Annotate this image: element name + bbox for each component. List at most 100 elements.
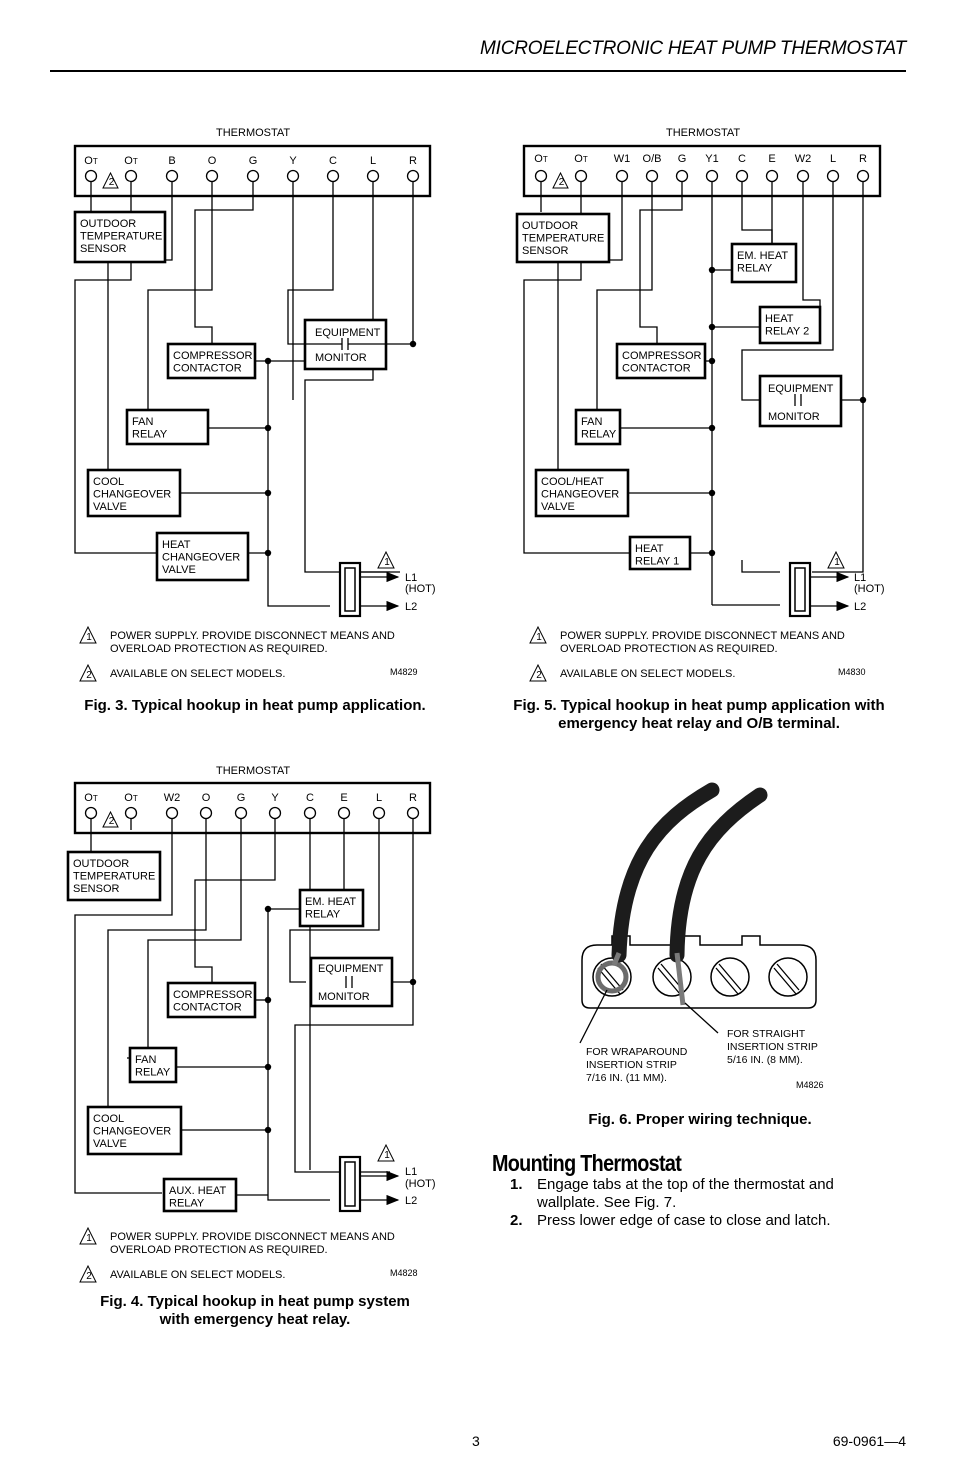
terminal-screw: [124, 169, 138, 183]
figure-code: M4828: [390, 1268, 418, 1278]
screw-slot: [657, 967, 681, 995]
step-text: Press lower edge of case to close and la…: [537, 1212, 831, 1229]
note-triangle-symbol: [79, 625, 97, 644]
note-triangle-symbol: [529, 625, 547, 644]
aux-heat-relay-box: [162, 1177, 238, 1213]
terminal-label: L: [830, 153, 836, 165]
cool-heat-changeover-valve-box: [534, 468, 630, 518]
junction-dot: [264, 1126, 272, 1134]
note-triangle-symbol: [827, 550, 845, 569]
terminal-label: O: [208, 155, 217, 167]
terminal-screw: [84, 806, 98, 820]
terminal-screw: [165, 169, 179, 183]
device-label: HEAT: [765, 313, 794, 325]
device-label: COMPRESSOR: [622, 350, 702, 362]
terminal-label: W2: [795, 153, 812, 165]
terminal-screw: [303, 806, 317, 820]
terminal-label: Y: [289, 155, 297, 167]
outdoor-temperature-sensor-box: [66, 850, 162, 902]
insulated-wire: [669, 787, 768, 963]
outdoor-temperature-sensor-box: [73, 210, 167, 264]
figure-code: M4826: [796, 1080, 824, 1090]
em-heat-relay-box: [298, 888, 365, 928]
power-supply-symbol: [344, 567, 356, 612]
device-label: VALVE: [162, 564, 196, 576]
l1-label: L1: [405, 1166, 417, 1178]
l1-label: L1: [854, 572, 866, 584]
figure-code: M4829: [390, 667, 418, 677]
note-triangle-symbol: [79, 1264, 97, 1283]
terminal-label-ot: OT: [124, 792, 138, 804]
wire: [267, 361, 330, 607]
terminal-label-ot: OT: [84, 155, 98, 167]
junction-dot: [708, 266, 716, 274]
terminal-label-ot: OT: [124, 155, 138, 167]
junction-dot: [264, 549, 272, 557]
device-label: VALVE: [541, 501, 575, 513]
terminal-label-ot: OT: [574, 153, 588, 165]
screw-slot: [718, 963, 742, 991]
compressor-contactor-box: [166, 342, 257, 380]
page-number: 3: [472, 1433, 480, 1449]
note-number: 2: [109, 816, 115, 827]
wraparound-label: 7/16 IN. (11 MM).: [586, 1072, 667, 1084]
straight-label: FOR STRAIGHT: [727, 1028, 806, 1040]
note-text: POWER SUPPLY. PROVIDE DISCONNECT MEANS A…: [110, 630, 395, 642]
device-label: CONTACTOR: [173, 1002, 242, 1014]
stripped-straight-wire: [674, 952, 686, 1006]
figure-3-caption: Fig. 3. Typical hookup in heat pump appl…: [84, 697, 426, 714]
device-label: FAN: [135, 1054, 156, 1066]
junction-dot: [708, 489, 716, 497]
device-label: SENSOR: [80, 243, 127, 255]
thermostat-label: THERMOSTAT: [666, 127, 740, 139]
terminal-label: B: [168, 155, 175, 167]
l2-label: L2: [405, 1195, 417, 1207]
note-number: 1: [536, 632, 542, 643]
terminal-label: R: [409, 792, 417, 804]
terminal-label: L: [370, 155, 376, 167]
wire: [639, 176, 683, 344]
terminal-strip: [581, 935, 817, 1009]
terminal-screw: [326, 169, 340, 183]
terminal-label: Y: [271, 792, 279, 804]
wire: [194, 813, 276, 983]
wire: [741, 176, 834, 401]
note-number: 1: [834, 557, 840, 568]
device-label: RELAY: [132, 429, 168, 441]
terminal-screw: [534, 169, 548, 183]
device-label: TEMPERATURE: [73, 871, 155, 883]
l2-label: L2: [854, 601, 866, 613]
device-label: RELAY: [581, 429, 617, 441]
terminal-screw: [84, 169, 98, 183]
terminal-screw: [856, 169, 870, 183]
terminal-label-ot: OT: [84, 792, 98, 804]
terminal-label: G: [249, 155, 258, 167]
device-label: CHANGEOVER: [541, 489, 619, 501]
wire: [684, 1002, 719, 1034]
device-label: RELAY: [169, 1198, 205, 1210]
note-triangle-symbol: [529, 663, 547, 682]
note-triangle-symbol: [79, 1226, 97, 1245]
stripped-wire-end: [611, 952, 622, 966]
compressor-contactor-box: [615, 342, 707, 380]
em-heat-relay-box: [730, 242, 798, 284]
junction-dot: [264, 905, 272, 913]
l2-label: L2: [405, 601, 417, 613]
terminal-label: C: [329, 155, 337, 167]
device-label: EM. HEAT: [737, 250, 788, 262]
terminal-label: O: [202, 792, 211, 804]
thermostat-label: THERMOSTAT: [216, 127, 290, 139]
hot-label: (HOT): [854, 583, 885, 595]
heat-relay-1-box: [628, 535, 692, 571]
heat-changeover-valve-box: [155, 531, 250, 582]
power-supply-symbol: [794, 567, 806, 612]
terminal-label-ot: OT: [534, 153, 548, 165]
terminal-label: E: [768, 153, 775, 165]
terminal-screw: [675, 169, 689, 183]
section-heading: Mounting Thermostat: [492, 1150, 682, 1176]
straight-label: INSERTION STRIP: [727, 1041, 818, 1053]
device-label: COMPRESSOR: [173, 989, 253, 1001]
terminal-screw: [615, 169, 629, 183]
terminal-label: O/B: [643, 153, 662, 165]
